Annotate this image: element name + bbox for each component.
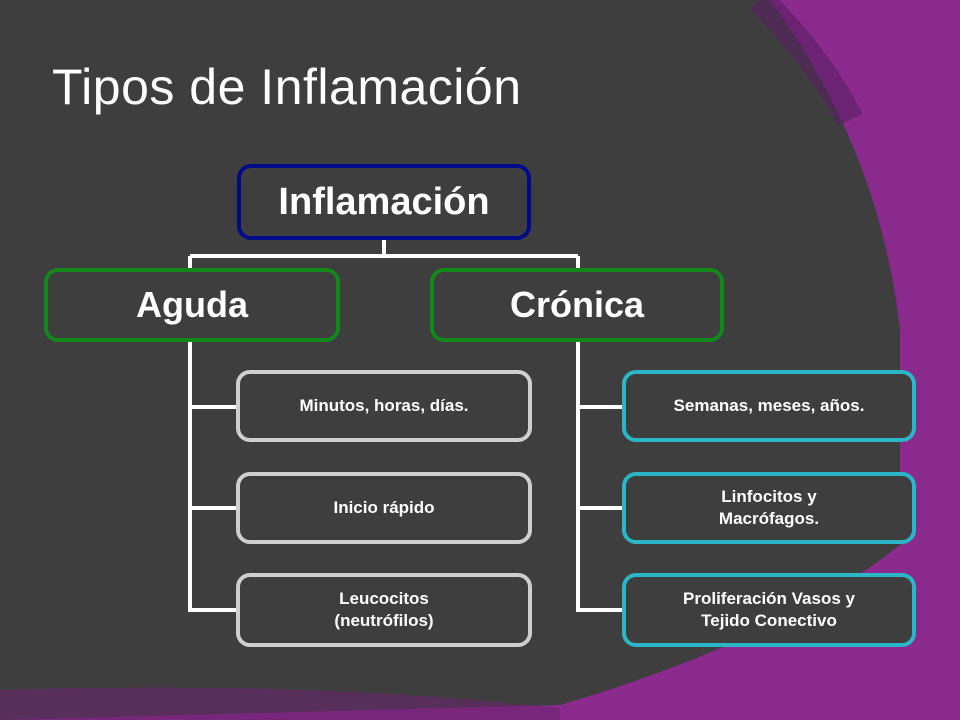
cronica-item-proliferation: Proliferación Vasos y Tejido Conectivo — [622, 573, 916, 647]
aguda-item-onset: Inicio rápido — [236, 472, 532, 544]
slide-title: Tipos de Inflamación — [52, 59, 522, 115]
branch-node-aguda: Aguda — [44, 268, 340, 342]
branch-node-cronica: Crónica — [430, 268, 724, 342]
aguda-item-duration: Minutos, horas, días. — [236, 370, 532, 442]
cronica-item-duration: Semanas, meses, años. — [622, 370, 916, 442]
aguda-item-cells: Leucocitos (neutrófilos) — [236, 573, 532, 647]
cronica-item-cells: Linfocitos y Macrófagos. — [622, 472, 916, 544]
root-node-inflamacion: Inflamación — [237, 164, 531, 240]
